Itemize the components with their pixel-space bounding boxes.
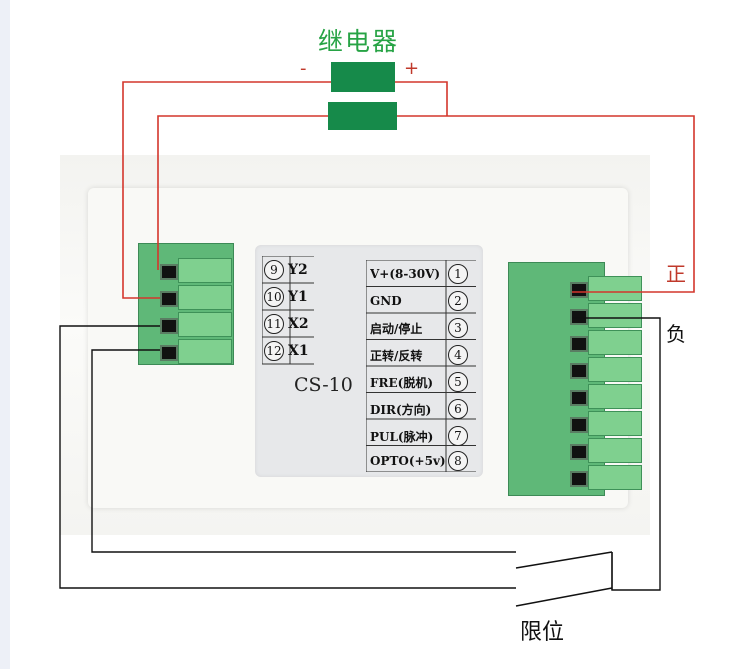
wire-x1-to-limit	[91, 349, 516, 553]
pin-number: 10	[264, 287, 284, 307]
left-terminal-slot	[178, 258, 232, 283]
pin-label: V+(8-30V)	[370, 267, 441, 281]
pin-label: DIR(方向)	[370, 402, 432, 417]
right-terminal-hole	[570, 444, 588, 460]
label-card-grid	[366, 260, 476, 472]
right-pin-4: 正转/反转 4	[370, 342, 468, 368]
left-pin-10: 10 Y1	[264, 284, 308, 310]
right-terminal-slot	[588, 465, 642, 490]
left-pin-12: 12 X1	[264, 338, 309, 364]
right-pin-8: OPTO(+5v) 8	[370, 448, 468, 474]
left-terminal-slot	[178, 339, 232, 364]
positive-label: 正	[666, 262, 686, 286]
wire-relay-contact-to-y2	[157, 115, 328, 270]
right-terminal-slot	[588, 357, 642, 382]
left-terminal-hole	[160, 264, 178, 280]
right-terminal-slot	[588, 276, 642, 301]
pin-label: Y1	[288, 289, 308, 305]
limit-switch-contact-lower	[515, 587, 613, 607]
relay-plus-label: +	[404, 58, 420, 79]
limit-switch-label: 限位	[520, 620, 565, 645]
right-terminal-slot	[588, 303, 642, 328]
pin-number: 3	[448, 318, 468, 338]
pin-number: 6	[448, 399, 468, 419]
right-terminal-hole	[570, 417, 588, 433]
right-terminal-hole	[570, 471, 588, 487]
right-terminal-slot	[588, 384, 642, 409]
wire-relay-minus-to-y1	[122, 81, 331, 299]
pin-label: 启动/停止	[370, 321, 423, 336]
pin-label: X1	[288, 343, 309, 359]
relay-contact-bottom	[328, 102, 397, 130]
left-pin-grid	[262, 256, 314, 365]
pin-number: 4	[448, 345, 468, 365]
pin-number: 1	[448, 264, 468, 284]
pin-label: PUL(脉冲)	[370, 429, 434, 444]
right-pin-1: V+(8-30V) 1	[370, 261, 468, 287]
right-terminal-slot	[588, 438, 642, 463]
limit-switch-contact-upper	[515, 551, 613, 569]
right-pin-3: 启动/停止 3	[370, 315, 468, 341]
right-terminal-hole	[570, 282, 588, 298]
left-terminal-slot	[178, 312, 232, 337]
left-pin-11: 11 X2	[264, 311, 309, 337]
device-model: CS-10	[294, 374, 353, 396]
right-terminal-hole	[570, 309, 588, 325]
left-terminal-slot	[178, 285, 232, 310]
right-terminal-slot	[588, 330, 642, 355]
pin-label-card	[255, 245, 483, 477]
relay-coil-top	[331, 62, 395, 92]
left-margin-strip	[0, 0, 10, 669]
negative-label: 负	[666, 322, 686, 346]
left-terminal-hole	[160, 318, 178, 334]
pin-number: 12	[264, 341, 284, 361]
wire-negative-to-limit	[572, 317, 661, 591]
pin-number: 11	[264, 314, 284, 334]
pin-label: Y2	[288, 262, 308, 278]
right-terminal-hole	[570, 336, 588, 352]
wire-relay-contact-to-positive	[397, 115, 695, 293]
pin-label: OPTO(+5v)	[370, 454, 446, 468]
pin-number: 2	[448, 291, 468, 311]
pin-label: GND	[370, 294, 402, 308]
wire-x2-to-limit	[59, 325, 516, 589]
left-terminal-hole	[160, 291, 178, 307]
pin-number: 5	[448, 372, 468, 392]
right-pin-2: GND 2	[370, 288, 468, 314]
right-pin-6: DIR(方向) 6	[370, 396, 468, 422]
relay-title: 继电器	[318, 27, 400, 56]
pin-number: 7	[448, 426, 468, 446]
pin-label: 正转/反转	[370, 348, 423, 363]
pin-number: 8	[448, 451, 468, 471]
relay-minus-label: -	[300, 58, 307, 79]
pin-number: 9	[264, 260, 284, 280]
right-pin-7: PUL(脉冲) 7	[370, 423, 468, 449]
pin-label: X2	[288, 316, 309, 332]
left-pin-9: 9 Y2	[264, 257, 308, 283]
right-terminal-hole	[570, 390, 588, 406]
right-pin-5: FRE(脱机) 5	[370, 369, 468, 395]
right-terminal-slot	[588, 411, 642, 436]
right-terminal-hole	[570, 363, 588, 379]
left-terminal-hole	[160, 345, 178, 361]
pin-label: FRE(脱机)	[370, 375, 433, 390]
wire-relay-plus-to-v	[395, 81, 448, 116]
